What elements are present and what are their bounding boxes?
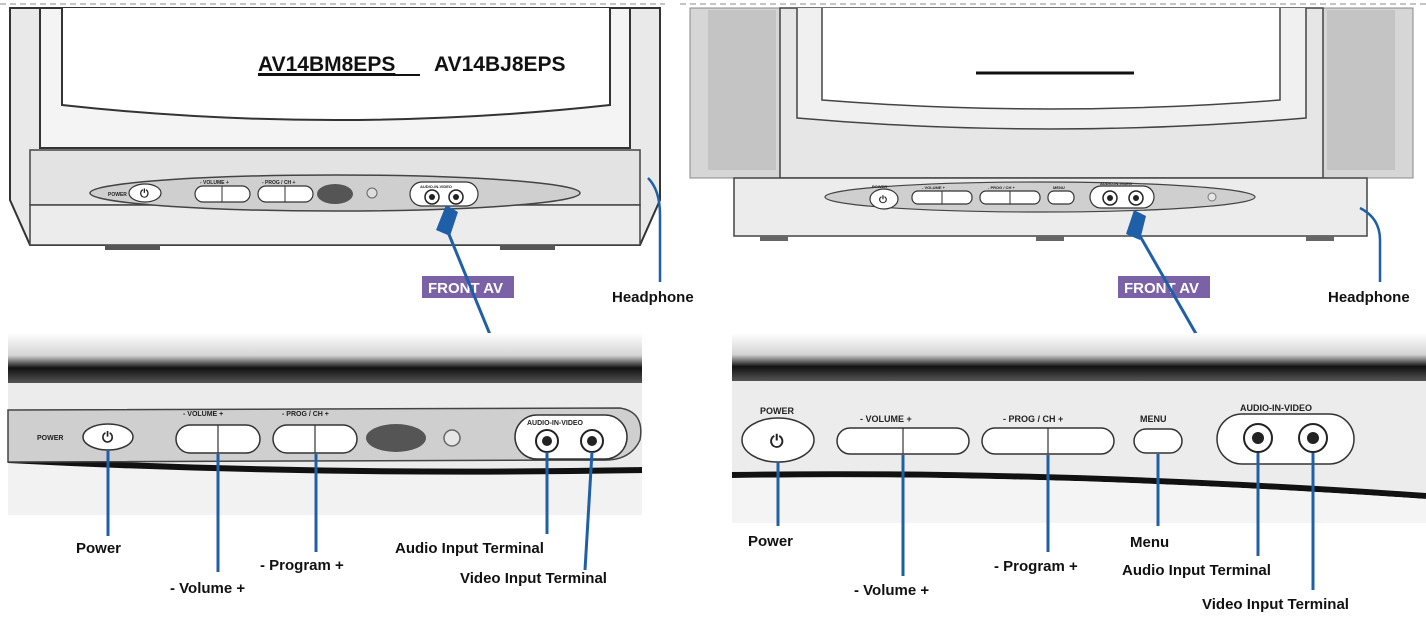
closeup-power-label-right: POWER	[760, 406, 795, 416]
closeup-av-label: AUDIO-IN-VIDEO	[527, 420, 584, 427]
small-prog-label: - PROG / CH +	[262, 180, 296, 186]
av-plug-icon	[436, 205, 458, 236]
callout-audio-left: Audio Input Terminal	[395, 540, 544, 557]
small-power-button-right[interactable]	[869, 188, 899, 210]
left-tv-illustration: POWER ⏻ - VOLUME + - PROG / CH + AUDIO-I…	[0, 3, 665, 282]
small-av-label-right: AUDIO-IN-VIDEO	[1100, 181, 1132, 186]
small-ir-sensor	[317, 184, 353, 204]
small-volume-label: - VOLUME +	[200, 180, 229, 186]
front-av-tag-left-text: FRONT AV	[428, 280, 503, 297]
right-tv-illustration: POWER ⏻ - VOLUME + - PROG / CH + MENU AU…	[680, 3, 1426, 282]
power-icon-right: ⏻	[770, 432, 784, 451]
closeup-volume-label: - VOLUME +	[183, 411, 223, 418]
indicator-led	[443, 429, 461, 447]
callout-audio-right: Audio Input Terminal	[1122, 562, 1271, 579]
small-power-label: POWER	[108, 192, 127, 198]
small-menu-label-right: MENU	[1053, 185, 1065, 190]
small-volume-label-right: - VOLUME +	[922, 185, 946, 190]
closeup-prog-label-right: - PROG / CH +	[1003, 414, 1063, 424]
front-av-tag-right	[1118, 276, 1210, 298]
closeup-prog-label: - PROG / CH +	[282, 411, 329, 418]
power-symbol-icon: ⏻	[140, 187, 149, 200]
av-jack-panel-right	[1216, 413, 1355, 465]
small-menu-button-right[interactable]	[1047, 190, 1075, 205]
small-av-label: AUDIO-IN-VIDEO	[420, 184, 452, 189]
ir-sensor	[366, 424, 426, 452]
callout-power-right: Power	[748, 533, 793, 550]
headphone-label-right: Headphone	[1328, 289, 1410, 306]
callout-video-left: Video Input Terminal	[460, 570, 607, 587]
callout-volume-left: - Volume +	[170, 580, 245, 597]
small-power-button[interactable]	[128, 183, 162, 203]
callout-volume-right: - Volume +	[854, 582, 929, 599]
front-av-tag-right-text: FRONT AV	[1124, 280, 1199, 297]
closeup-volume-label-right: - VOLUME +	[860, 414, 912, 424]
small-indicator-led	[366, 187, 378, 199]
power-icon: ⏻	[102, 429, 113, 445]
callout-video-right: Video Input Terminal	[1202, 596, 1349, 613]
small-prog-label-right: - PROG / CH +	[988, 185, 1015, 190]
small-power-label-right: POWER	[872, 184, 887, 189]
callout-program-left: - Program +	[260, 557, 344, 574]
closeup-menu-label-right: MENU	[1140, 414, 1167, 424]
av-plug-icon-right	[1126, 210, 1146, 240]
left-closeup-panel: POWER ⏻ - VOLUME + - PROG / CH + AUDIO-I…	[7, 333, 643, 515]
callout-power-left: Power	[76, 540, 121, 557]
small-power-icon-right: ⏻	[879, 194, 887, 206]
model-number-underlined: AV14BM8EPS	[258, 53, 395, 76]
front-av-tag-left	[422, 276, 514, 298]
callout-program-right: - Program +	[994, 558, 1078, 575]
small-av-jack-panel-right	[1089, 185, 1155, 209]
closeup-power-label: POWER	[37, 435, 63, 442]
right-closeup-panel: POWER ⏻ - VOLUME + - PROG / CH + MENU AU…	[731, 333, 1426, 523]
closeup-av-label-right: AUDIO-IN-VIDEO	[1240, 403, 1312, 413]
headphone-label-left: Headphone	[612, 289, 694, 306]
callout-menu-right: Menu	[1130, 534, 1169, 551]
model-number-plain: AV14BJ8EPS	[434, 53, 566, 76]
menu-button-right[interactable]	[1133, 428, 1183, 454]
